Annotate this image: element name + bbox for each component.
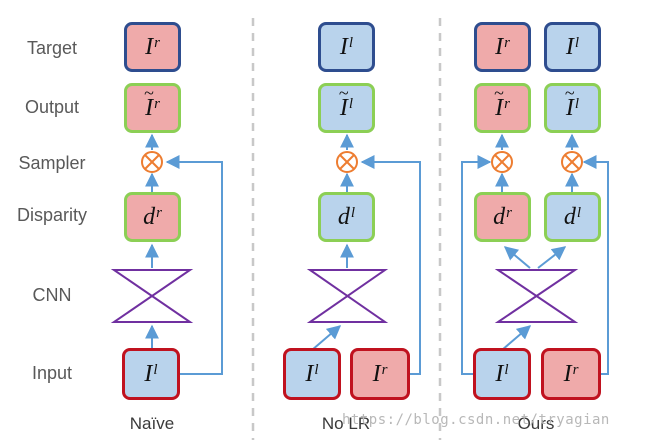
ours-output-left-box: Il <box>544 83 601 133</box>
ours-sampler-right <box>561 151 583 173</box>
nolr-output-box: Il <box>318 83 375 133</box>
ours-connections <box>461 133 609 375</box>
row-label-cnn: CNN <box>32 285 72 305</box>
naive-sampler <box>141 151 163 173</box>
nolr-connections <box>311 133 421 375</box>
ours-cnn <box>494 269 579 323</box>
column-title-nolr: No LR <box>321 414 371 433</box>
naive-cnn <box>110 269 194 323</box>
row-label-target: Target <box>26 38 78 58</box>
row-label-input: Input <box>31 363 73 383</box>
ours-sampler-left <box>491 151 513 173</box>
naive-connections <box>145 133 223 375</box>
naive-output-box: Ir <box>124 83 181 133</box>
nolr-cnn <box>306 269 389 323</box>
column-title-naive: Naïve <box>129 414 175 433</box>
row-label-output: Output <box>24 97 80 117</box>
row-label-sampler: Sampler <box>18 153 86 173</box>
column-title-ours: Ours <box>517 414 555 433</box>
watermark: https://blog.csdn.net/tryagian <box>342 412 610 428</box>
nolr-sampler <box>336 151 358 173</box>
row-label-disparity: Disparity <box>16 205 87 225</box>
ours-output-right-box: Ir <box>474 83 531 133</box>
